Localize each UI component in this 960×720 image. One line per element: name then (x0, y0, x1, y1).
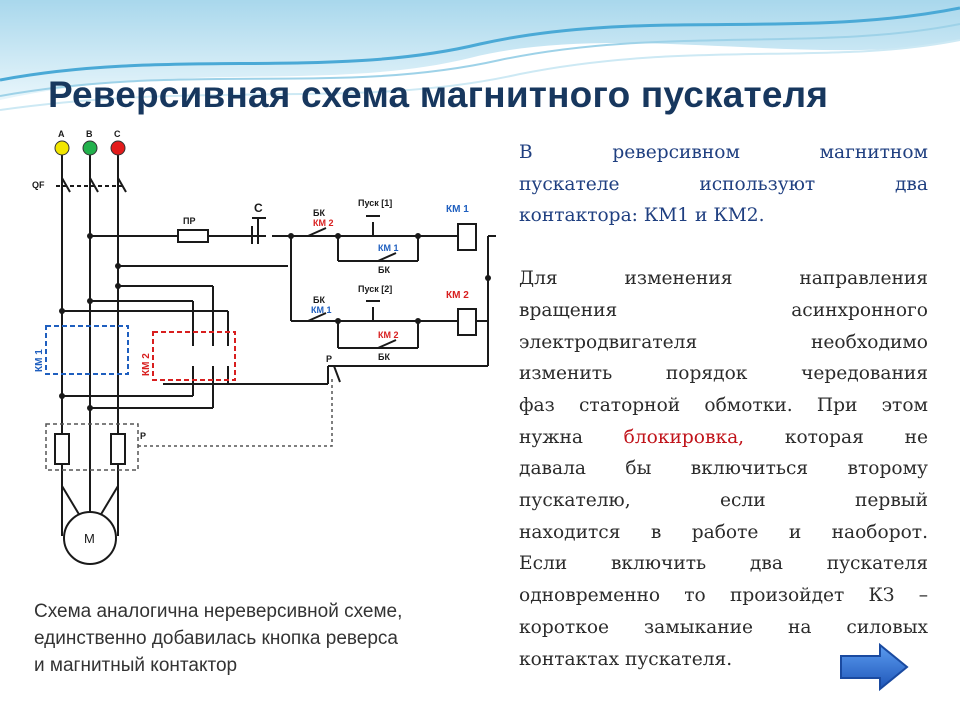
text-line: В реверсивном магнитном (519, 142, 928, 163)
phase-c-lamp (110, 140, 126, 156)
diagram-caption: Схема аналогична нереверсивной схеме, ед… (34, 598, 484, 679)
reversing-starter-circuit-diagram: A B C QF ПР С Пуск [1] Пуск [2] БК БК БК… (28, 126, 496, 576)
relay-label-1: Р (326, 354, 332, 364)
km1-block-label: КМ 1 (34, 349, 45, 372)
text-segment: которая не (744, 426, 928, 448)
fuse-label: ПР (183, 216, 195, 226)
text-line: одновременно то произойдет КЗ – (519, 585, 928, 607)
text-line: изменить порядок чередования (519, 363, 928, 385)
text-line: Для изменения направления (519, 268, 928, 290)
caption-line: единственно добавилась кнопка реверса (34, 628, 398, 649)
phase-a-label: A (58, 129, 65, 139)
blocking-paragraph: Для изменения направления вращения асинх… (519, 263, 928, 675)
phase-c-label: C (114, 129, 121, 139)
bk-label-2: БК (313, 295, 325, 305)
text-line: пускателю, если первый (519, 490, 928, 512)
text-line: находится в работе и наоборот. (519, 521, 928, 543)
breaker-label: QF (32, 180, 45, 190)
phase-b-lamp (82, 140, 98, 156)
text-line: контактора: КМ1 и КМ2. (519, 205, 765, 227)
start1-label: Пуск [1] (358, 198, 392, 208)
relay-label-2: Р (140, 431, 146, 441)
slide-title: Реверсивная схема магнитного пускателя (48, 74, 829, 115)
phase-b-label: B (86, 129, 93, 139)
km2-coil-label: КМ 2 (446, 290, 469, 301)
bk-label-1: БК (313, 208, 325, 218)
blocking-term-highlight: блокировка, (623, 426, 745, 448)
bk-label-3: БК (378, 265, 390, 275)
intro-paragraph: В реверсивном магнитном пускателе исполь… (519, 137, 928, 232)
km1-coil-label: КМ 1 (446, 204, 469, 215)
km1-contact-label-2: КМ 1 (311, 305, 332, 315)
text-line: давала бы включиться второму (519, 458, 928, 480)
text-line: фаз статорной обмотки. При этом (519, 394, 928, 416)
text-segment: нужна (519, 426, 624, 448)
text-line: нужна блокировка, которая не (519, 422, 928, 454)
motor-label: М (84, 531, 95, 546)
phase-a-lamp (54, 140, 70, 156)
caption-line: и магнитный контактор (34, 655, 238, 676)
bk-label-4: БК (378, 352, 390, 362)
text-line: Если включить два пускателя (519, 553, 928, 575)
text-line: вращения асинхронного (519, 299, 928, 321)
text-line: электродвигателя необходимо (519, 331, 928, 353)
stop-button-label: С (254, 201, 263, 215)
text-line: контактах пускателя. (519, 648, 733, 670)
explanation-text: В реверсивном магнитном пускателе исполь… (519, 137, 928, 675)
start2-label: Пуск [2] (358, 284, 392, 294)
km1-contact-label-1: КМ 1 (378, 243, 399, 253)
header-wave-decoration (0, 0, 960, 130)
next-slide-arrow-icon[interactable] (838, 642, 910, 692)
km2-contact-label-1: КМ 2 (313, 218, 334, 228)
km2-block-label: КМ 2 (141, 353, 152, 376)
caption-line: Схема аналогична нереверсивной схеме, (34, 601, 403, 622)
text-line: короткое замыкание на силовых (519, 616, 928, 638)
text-line: пускателе используют два (519, 173, 928, 195)
km2-contact-label-2: КМ 2 (378, 330, 399, 340)
